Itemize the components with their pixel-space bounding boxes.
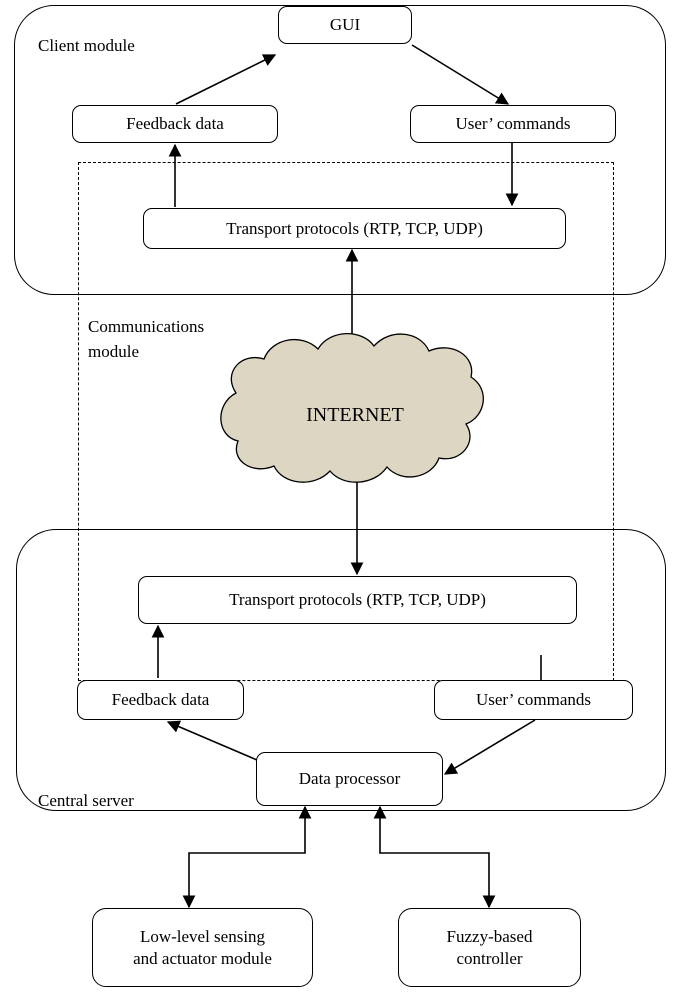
arrow-processor-to-feedback bbox=[166, 720, 258, 761]
client-commands-box: User’ commands bbox=[410, 105, 616, 143]
internet-label: INTERNET bbox=[306, 404, 404, 426]
client-module-group bbox=[14, 5, 666, 295]
sensing-actuator-module-box: Low-level sensing and actuator module bbox=[92, 908, 313, 987]
communications-module-label: Communications module bbox=[88, 317, 205, 361]
client-transport-box: Transport protocols (RTP, TCP, UDP) bbox=[143, 208, 566, 249]
data-processor-box: Data processor bbox=[256, 752, 443, 806]
central-server-label: Central server bbox=[38, 791, 134, 810]
server-feedback-box: Feedback data bbox=[77, 680, 244, 720]
arrow-feedback-to-gui bbox=[175, 54, 277, 105]
arrow-processor-sensing bbox=[182, 805, 312, 909]
server-transport-box: Transport protocols (RTP, TCP, UDP) bbox=[138, 576, 577, 624]
arrow-processor-fuzzy bbox=[373, 805, 496, 909]
gui-box: GUI bbox=[278, 6, 412, 44]
arrow-gui-to-commands bbox=[411, 44, 510, 105]
server-commands-box: User’ commands bbox=[434, 680, 633, 720]
client-module-label: Client module bbox=[38, 36, 135, 55]
client-feedback-box: Feedback data bbox=[72, 105, 278, 143]
central-server-group bbox=[16, 529, 666, 811]
fuzzy-controller-box: Fuzzy-based controller bbox=[398, 908, 581, 987]
communications-module-group bbox=[78, 162, 614, 681]
arrow-commands-to-processor bbox=[443, 719, 536, 775]
internet-cloud-shape bbox=[220, 333, 484, 483]
